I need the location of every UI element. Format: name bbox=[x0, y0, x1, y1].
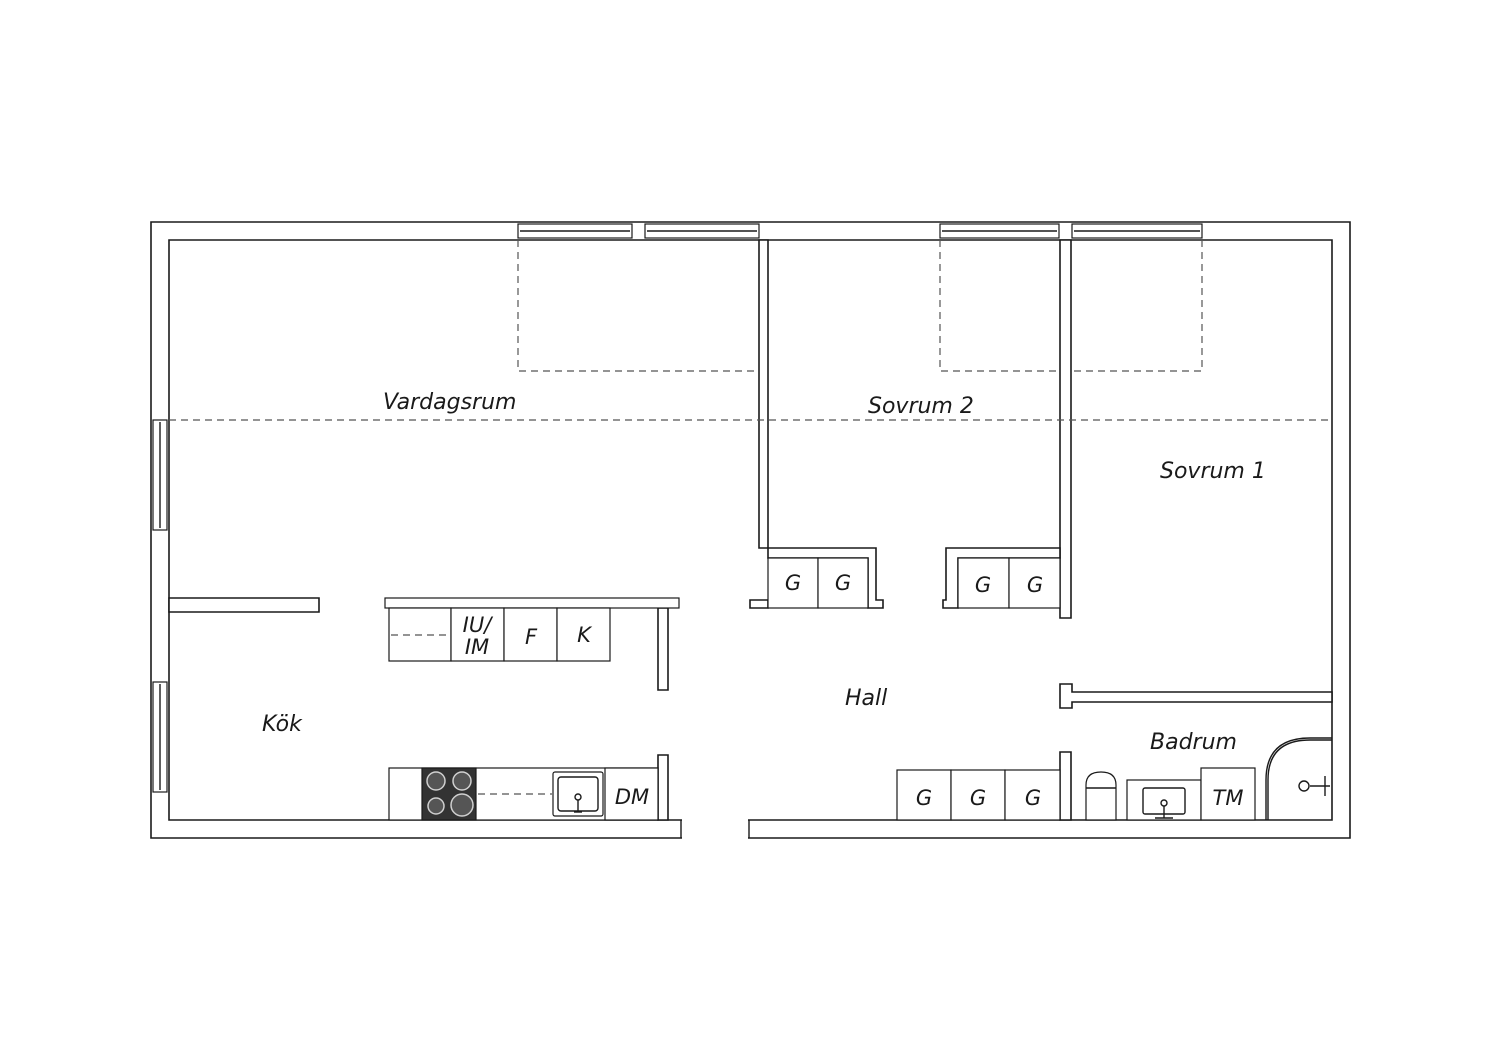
room-label-kok: Kök bbox=[262, 712, 303, 737]
wardrobe-label: G bbox=[1025, 786, 1041, 810]
shower bbox=[1267, 739, 1332, 820]
hall-wardrobes: G G G bbox=[896, 769, 1061, 821]
wardrobe-label: G bbox=[916, 786, 932, 810]
fridge-label: F bbox=[525, 625, 538, 649]
stove-burner bbox=[452, 771, 472, 791]
kitchen-counter: DM bbox=[388, 767, 659, 821]
wall-living-bedroom2 bbox=[758, 239, 769, 549]
wall-peninsula bbox=[657, 607, 669, 691]
stove-burner bbox=[426, 771, 446, 791]
windows bbox=[152, 223, 1203, 793]
wardrobe-label: G bbox=[835, 571, 851, 595]
wardrobe-group-bedroom2: G G bbox=[749, 547, 884, 609]
washer-label: TM bbox=[1213, 786, 1244, 810]
bathroom-fixtures: TM bbox=[1085, 737, 1332, 821]
wall-kitchen-counter-end bbox=[657, 754, 669, 821]
room-label-sovrum1: Sovrum 1 bbox=[1160, 459, 1266, 484]
room-label-vardagsrum: Vardagsrum bbox=[383, 390, 516, 415]
kitchen-peninsula: IU/ IM F K bbox=[384, 597, 680, 662]
wall-bathroom-west bbox=[1059, 751, 1072, 821]
wall-bedroom2-bedroom1 bbox=[1059, 239, 1072, 619]
room-label-badrum: Badrum bbox=[1150, 730, 1237, 755]
wardrobe-group-bedroom1: G G bbox=[942, 547, 1061, 609]
integrated-oven-microwave bbox=[450, 607, 505, 662]
wardrobe-label: G bbox=[970, 786, 986, 810]
wall-kitchen-living bbox=[168, 597, 320, 613]
dishwasher bbox=[604, 767, 659, 821]
room-labels: Vardagsrum Sovrum 2 Sovrum 1 Kök Hall Ba… bbox=[262, 390, 1266, 755]
shower-drain bbox=[1298, 780, 1310, 792]
wardrobe-label: G bbox=[785, 571, 801, 595]
im-label: IM bbox=[465, 635, 489, 659]
toilet bbox=[1085, 771, 1117, 821]
room-label-hall: Hall bbox=[845, 686, 887, 711]
wardrobe-label: G bbox=[975, 573, 991, 597]
freezer bbox=[556, 607, 611, 662]
interior-walls bbox=[168, 239, 1333, 821]
iu-label: IU/ bbox=[463, 613, 494, 637]
fridge bbox=[503, 607, 558, 662]
freezer-label: K bbox=[577, 623, 593, 647]
outer-wall bbox=[150, 221, 1351, 839]
room-label-sovrum2: Sovrum 2 bbox=[868, 394, 974, 419]
wardrobe-label: G bbox=[1027, 573, 1043, 597]
wall-bedroom1-south bbox=[1059, 683, 1333, 709]
dashed-guides bbox=[169, 240, 1332, 421]
stove-burner bbox=[427, 797, 445, 815]
stove-burner bbox=[450, 793, 474, 817]
washing-machine bbox=[1200, 767, 1256, 821]
dishwasher-label: DM bbox=[615, 785, 649, 809]
